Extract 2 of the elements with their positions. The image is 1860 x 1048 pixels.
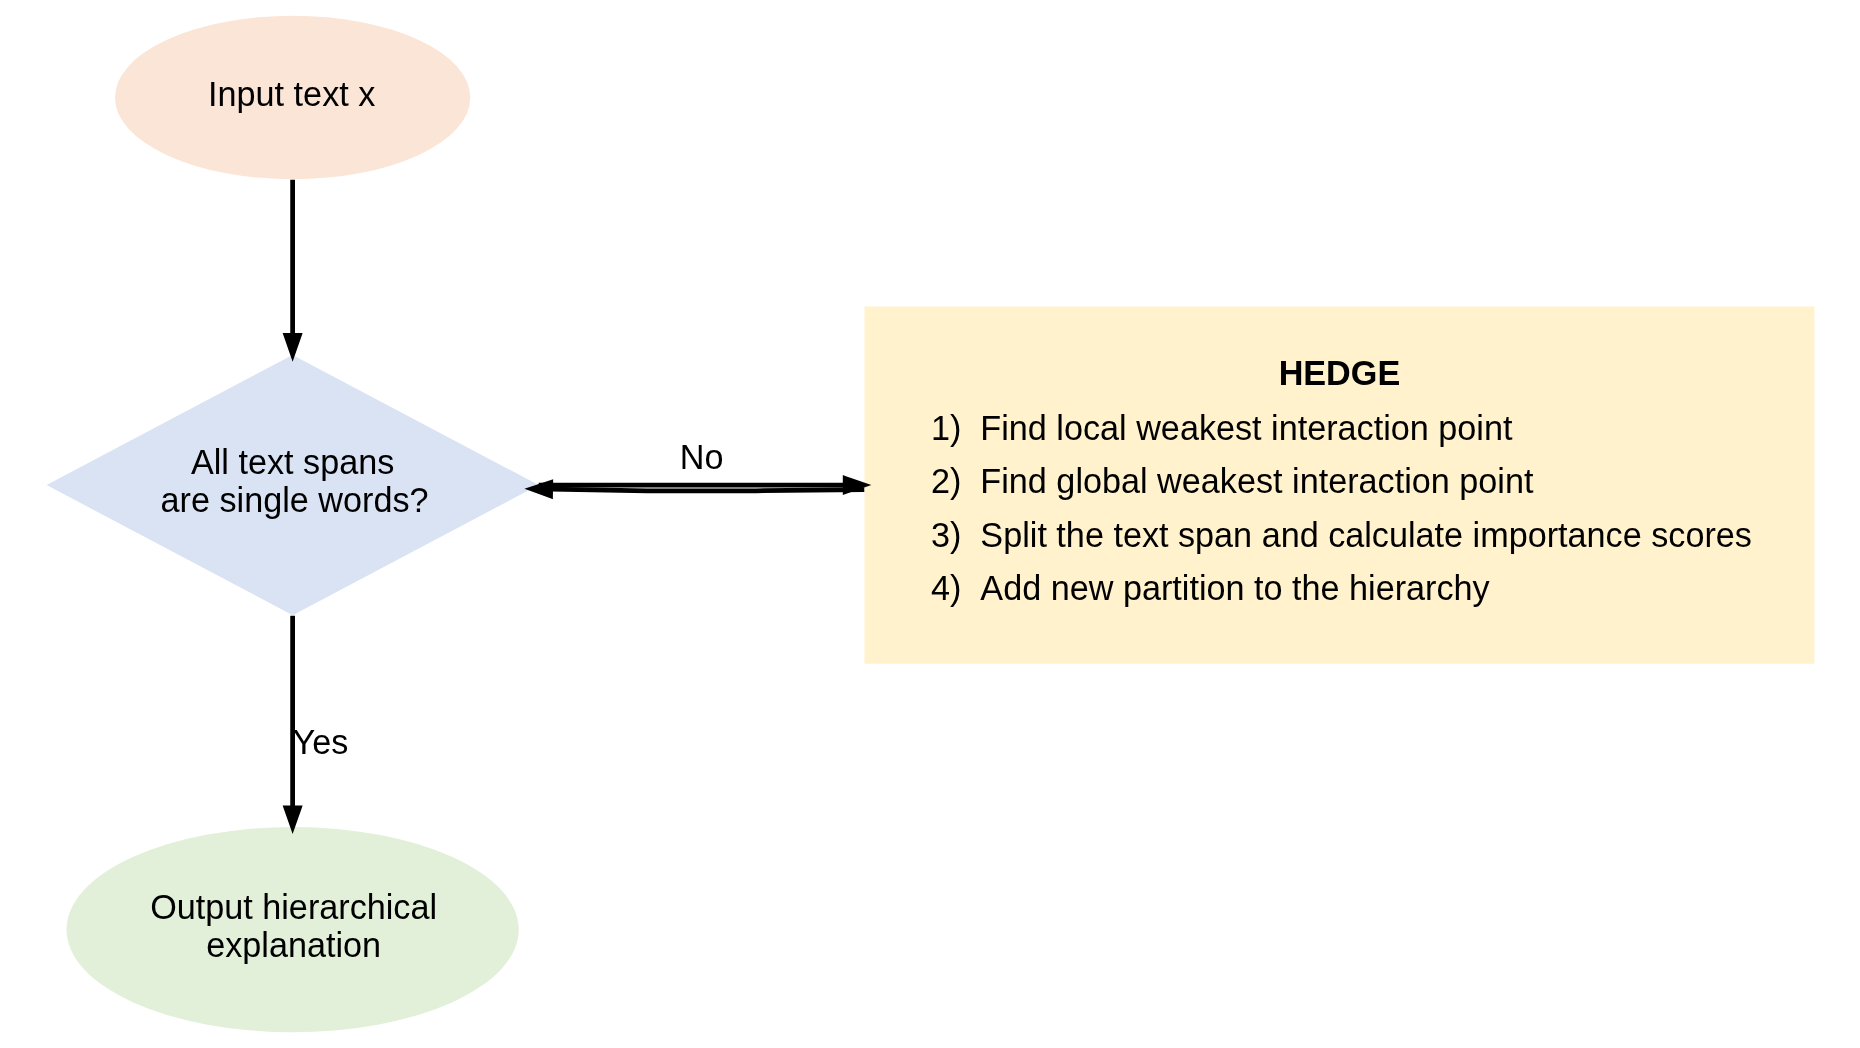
edge-label: No xyxy=(679,437,723,476)
edge-label: Yes xyxy=(292,722,348,761)
